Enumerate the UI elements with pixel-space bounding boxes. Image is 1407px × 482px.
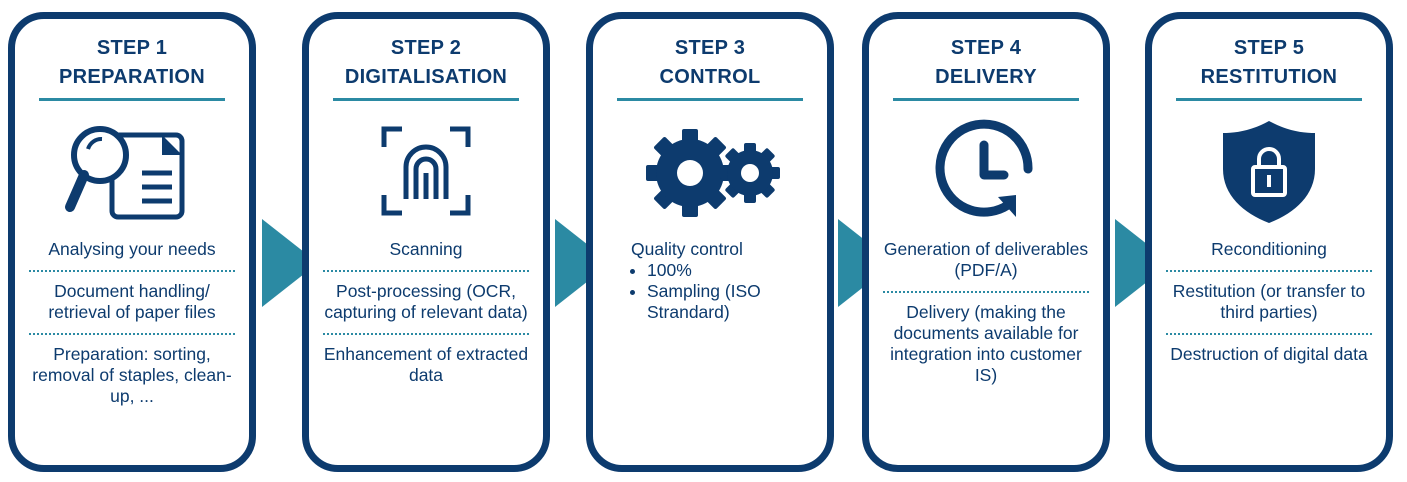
magnifier-document-icon [65,126,185,220]
step-items: Scanning Post-processing (OCR, capturing… [323,237,529,394]
step-title: CONTROL [659,66,761,88]
list-item: Sampling (ISO Strandard) [647,281,813,323]
step-items: Reconditioning Restitution (or transfer … [1166,237,1372,373]
step-title: PREPARATION [59,66,205,88]
step-item: Enhancement of extracted data [323,344,529,385]
dotted-divider [883,291,1089,293]
title-rule [893,98,1079,101]
step-item: Scanning [389,239,463,259]
step-title: DIGITALISATION [344,66,508,88]
list-item: 100% [647,260,813,281]
step-items: Quality control 100% Sampling (ISO Stran… [607,239,813,323]
quality-control-list: 100% Sampling (ISO Strandard) [607,260,813,323]
clock-arrow-icon [935,119,1033,217]
step-item: Generation of deliverables (PDF/A) [883,239,1089,280]
step-number: STEP 5 [1233,37,1305,59]
title-rule [39,98,225,101]
shield-lock-icon [1223,121,1315,223]
step-number: STEP 4 [950,37,1022,59]
step-number: STEP 2 [390,37,462,59]
step-item: Preparation: sorting, removal of staples… [32,344,232,406]
step-items: Generation of deliverables (PDF/A) Deliv… [883,237,1089,394]
step-number: STEP 1 [96,37,168,59]
step-item: Analysing your needs [48,239,216,259]
step-item: Restitution (or transfer to third partie… [1172,281,1366,322]
step-item: Post-processing (OCR, capturing of relev… [324,281,528,322]
step-item: Delivery (making the documents available… [890,302,1082,385]
quality-control-heading: Quality control [631,239,743,259]
title-rule [617,98,803,101]
dotted-divider [1166,333,1372,335]
title-rule [1176,98,1362,101]
step-title: DELIVERY [935,66,1037,88]
step-item: Reconditioning [1211,239,1327,259]
step-item: Document handling/ retrieval of paper fi… [48,281,216,322]
dotted-divider [323,270,529,272]
step-card-1: STEP 1 PREPARATION Analysing your needs … [8,12,256,472]
step-card-4: STEP 4 DELIVERY Generation of deliverabl… [862,12,1110,472]
step-items: Analysing your needs Document handling/ … [29,237,235,415]
title-rule [333,98,519,101]
dotted-divider [29,333,235,335]
dotted-divider [1166,270,1372,272]
step-number: STEP 3 [674,37,746,59]
fingerprint-scan-icon [381,126,471,216]
gears-icon [646,129,780,217]
step-card-2: STEP 2 DIGITALISATION Scanning Post-proc… [302,12,550,472]
step-card-3: STEP 3 CONTROL Quality control 10 [586,12,834,472]
step-card-5: STEP 5 RESTITUTION Reconditioning Restit… [1145,12,1393,472]
dotted-divider [29,270,235,272]
step-item: Destruction of digital data [1170,344,1368,364]
step-title: RESTITUTION [1200,66,1338,88]
dotted-divider [323,333,529,335]
